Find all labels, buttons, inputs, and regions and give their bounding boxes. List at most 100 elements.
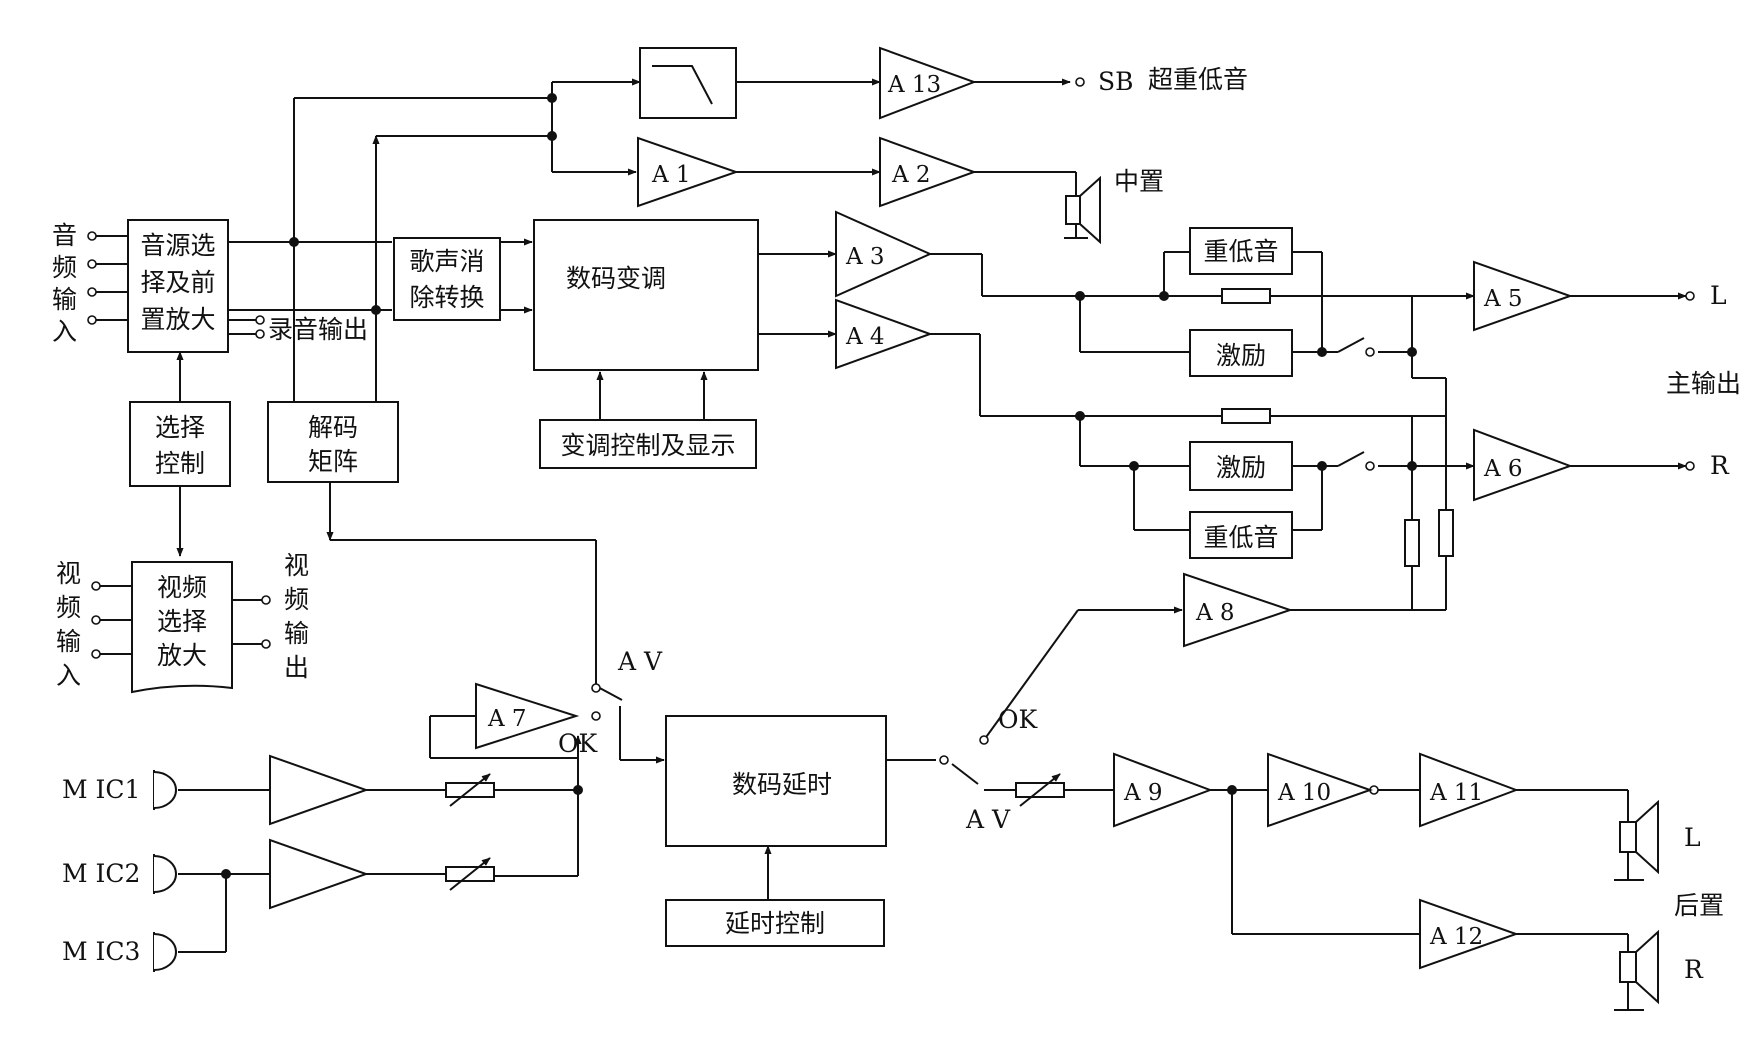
mic2-label: M IC2	[62, 859, 140, 888]
decode-matrix-line-2: 矩阵	[308, 447, 358, 476]
a13-label: A 13	[887, 72, 941, 98]
a4-label: A 4	[845, 324, 885, 350]
a7-label: A 7	[487, 706, 527, 732]
video-output-terminal	[261, 639, 271, 649]
exciter-left-label: 激励	[1216, 341, 1266, 370]
video-input-label-1: 视	[56, 559, 81, 588]
amplifier-a3: A 3	[835, 210, 933, 298]
delay-control-block: 延时控制	[665, 899, 885, 947]
subwoofer-label: 超重低音	[1148, 65, 1248, 94]
ok-switch-contact	[979, 735, 989, 745]
av-switch-label-1: A V	[617, 647, 663, 676]
audio-input-label-2: 频	[52, 253, 77, 282]
amplifier-a11: A 11	[1419, 752, 1519, 828]
video-output-label-2: 频	[284, 585, 309, 614]
a7-output-contact	[591, 711, 601, 721]
digital-pitch-label: 数码变调	[566, 264, 666, 293]
resistor	[1438, 509, 1454, 557]
variable-resistor	[445, 857, 495, 891]
resistor	[1404, 519, 1420, 567]
main-output-label: 主输出	[1666, 369, 1741, 398]
rear-label: 后置	[1674, 891, 1724, 920]
audio-input-terminal	[87, 287, 97, 297]
decode-matrix-line-1: 解码	[308, 413, 358, 442]
center-speaker-icon	[1064, 175, 1101, 245]
a8-label: A 8	[1195, 600, 1235, 626]
amplifiers: A 13 A 1 A 2 A 3 A 4 A 5 A 6 A 8	[269, 46, 1573, 970]
mic1-label: M IC1	[62, 775, 140, 804]
audio-input-label-1: 音	[52, 221, 77, 250]
amplifier-a4: A 4	[835, 298, 933, 370]
video-amp-line-1: 视频	[157, 573, 207, 602]
exciter-right-label: 激励	[1216, 453, 1266, 482]
mic1-icon	[153, 770, 177, 810]
video-input-terminal	[91, 615, 101, 625]
ok-label-2: OK	[998, 705, 1038, 734]
pitch-control-block: 变调控制及显示	[539, 419, 757, 469]
exciter-block-left: 激励	[1189, 329, 1293, 377]
a3-label: A 3	[845, 244, 885, 270]
center-label: 中置	[1114, 167, 1164, 196]
variable-resistor	[1015, 773, 1065, 807]
junction-dot	[1159, 291, 1169, 301]
junction-dot	[1317, 461, 1327, 471]
amplifier-a2: A 2	[879, 136, 977, 208]
digital-pitch-block: 数码变调	[533, 219, 759, 371]
bass-block-right: 重低音	[1189, 511, 1293, 559]
junction-dot	[1075, 291, 1085, 301]
a1-label: A 1	[651, 162, 691, 188]
video-input-label-3: 输	[56, 627, 81, 656]
junction-dot	[1317, 347, 1327, 357]
amplifier-a12: A 12	[1419, 898, 1519, 970]
amplifier-a9: A 9	[1113, 752, 1213, 828]
junction-dot	[1129, 461, 1139, 471]
bass-block-left: 重低音	[1189, 227, 1293, 275]
record-output-terminal	[255, 315, 265, 325]
amplifier-a10: A 10	[1267, 752, 1374, 828]
main-r-output-terminal	[1685, 461, 1695, 471]
pitch-control-label: 变调控制及显示	[560, 431, 735, 460]
audio-select-line-2: 择及前	[140, 268, 215, 297]
delay-control-label: 延时控制	[725, 909, 825, 938]
junction-dot	[1407, 347, 1417, 357]
amplifier-a8: A 8	[1183, 572, 1294, 648]
mic1-preamp	[269, 754, 369, 826]
video-select-amp-block: 视频 选择 放大	[131, 561, 233, 694]
rear-left-speaker-icon	[1614, 799, 1659, 881]
video-output-label-3: 输	[284, 619, 309, 648]
video-output-terminal	[261, 595, 271, 605]
mic3-icon	[153, 932, 177, 972]
junction-dot	[1075, 411, 1085, 421]
junction-dot	[547, 93, 557, 103]
vocal-cancel-block: 歌声消 除转换	[393, 237, 501, 321]
amplifier-a13: A 13	[879, 46, 977, 120]
ok-label-1: OK	[558, 729, 598, 758]
amplifier-a5: A 5	[1473, 260, 1573, 332]
sb-label: SB	[1098, 67, 1134, 96]
resistors	[445, 288, 1454, 891]
audio-select-line-1: 音源选	[140, 231, 215, 260]
junction-dot	[1407, 461, 1417, 471]
select-control-line-1: 选择	[155, 413, 205, 442]
vocal-cancel-line-2: 除转换	[409, 283, 484, 312]
main-l-output-terminal	[1685, 291, 1695, 301]
a9-label: A 9	[1123, 780, 1163, 806]
video-input-terminal	[91, 649, 101, 659]
video-output-label-4: 出	[284, 653, 309, 682]
mic2-icon	[153, 854, 177, 894]
audio-input-label-4: 入	[52, 317, 77, 346]
select-control-line-2: 控制	[155, 449, 205, 478]
junction-dot	[573, 785, 583, 795]
audio-select-line-3: 置放大	[140, 305, 215, 334]
video-output-label-1: 视	[284, 551, 309, 580]
a2-label: A 2	[891, 162, 931, 188]
video-input-label-2: 频	[56, 593, 81, 622]
a5-label: A 5	[1483, 286, 1523, 312]
av-switch-contact	[939, 755, 949, 765]
av-switch-contact	[591, 683, 601, 693]
exciter-block-right: 激励	[1189, 441, 1293, 491]
terminals	[87, 77, 1695, 795]
audio-input-terminal	[87, 315, 97, 325]
audio-source-select-block: 音源选 择及前 置放大	[127, 219, 229, 353]
